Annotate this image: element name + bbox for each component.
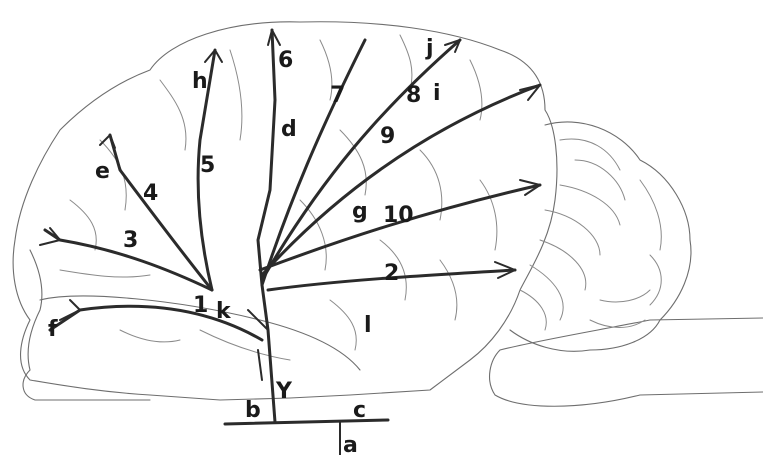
trunk-twigs	[247, 309, 269, 381]
label-d: d	[281, 117, 297, 142]
branch-4	[108, 133, 214, 292]
label-e: e	[95, 159, 110, 184]
olfactory-outline	[22, 369, 151, 401]
branch-9-tip	[519, 84, 541, 101]
label-b: b	[245, 398, 261, 423]
label-7: 7	[330, 83, 345, 108]
branch-3-tip	[39, 227, 61, 246]
label-8: 8	[406, 83, 421, 108]
label-i: i	[433, 81, 441, 106]
branch-1	[48, 304, 264, 342]
temporal-lobe-outline	[39, 295, 361, 371]
basal-vessel-bc	[223, 418, 390, 426]
cerebellum-outline	[509, 121, 692, 352]
branch-8	[260, 38, 462, 282]
label-h: h	[192, 69, 208, 94]
branch-7	[260, 38, 367, 287]
label-l: l	[364, 313, 372, 338]
branch-3	[43, 228, 214, 292]
label-2: 2	[384, 261, 399, 286]
vessel-tree	[39, 28, 542, 455]
label-j: j	[425, 36, 434, 61]
label-4: 4	[143, 181, 158, 206]
branch-4-tip	[99, 134, 116, 149]
labels: 1 2 3 4 5 6 7 8 9 10 a b c d e f g h i j…	[48, 36, 441, 455]
branch-6-tip	[267, 29, 281, 46]
branch-5	[196, 48, 217, 292]
branch-2-tip	[494, 261, 516, 279]
label-3: 3	[123, 228, 138, 253]
label-Y: Y	[275, 379, 293, 404]
branch-1-tip	[59, 299, 81, 321]
label-5: 5	[200, 153, 215, 178]
frontal-pole-outline	[27, 249, 43, 371]
label-10: 10	[383, 203, 414, 228]
label-1: 1	[193, 293, 208, 318]
brainstem-outline	[489, 317, 763, 407]
label-c: c	[353, 398, 366, 423]
branch-10-tip	[519, 179, 541, 196]
cerebellar-folia	[519, 138, 662, 331]
branch-5-tip	[204, 49, 223, 63]
label-g: g	[352, 199, 368, 224]
label-9: 9	[380, 124, 395, 149]
branch-9	[260, 83, 542, 277]
label-k: k	[216, 299, 232, 324]
label-6: 6	[278, 48, 293, 73]
cerebrum-outline	[12, 21, 558, 401]
branch-10	[258, 183, 542, 272]
label-a: a	[343, 433, 358, 455]
branch-2	[266, 268, 517, 292]
cortical-sulci	[59, 34, 498, 361]
label-f: f	[48, 317, 58, 342]
branch-8-tip	[444, 39, 461, 53]
